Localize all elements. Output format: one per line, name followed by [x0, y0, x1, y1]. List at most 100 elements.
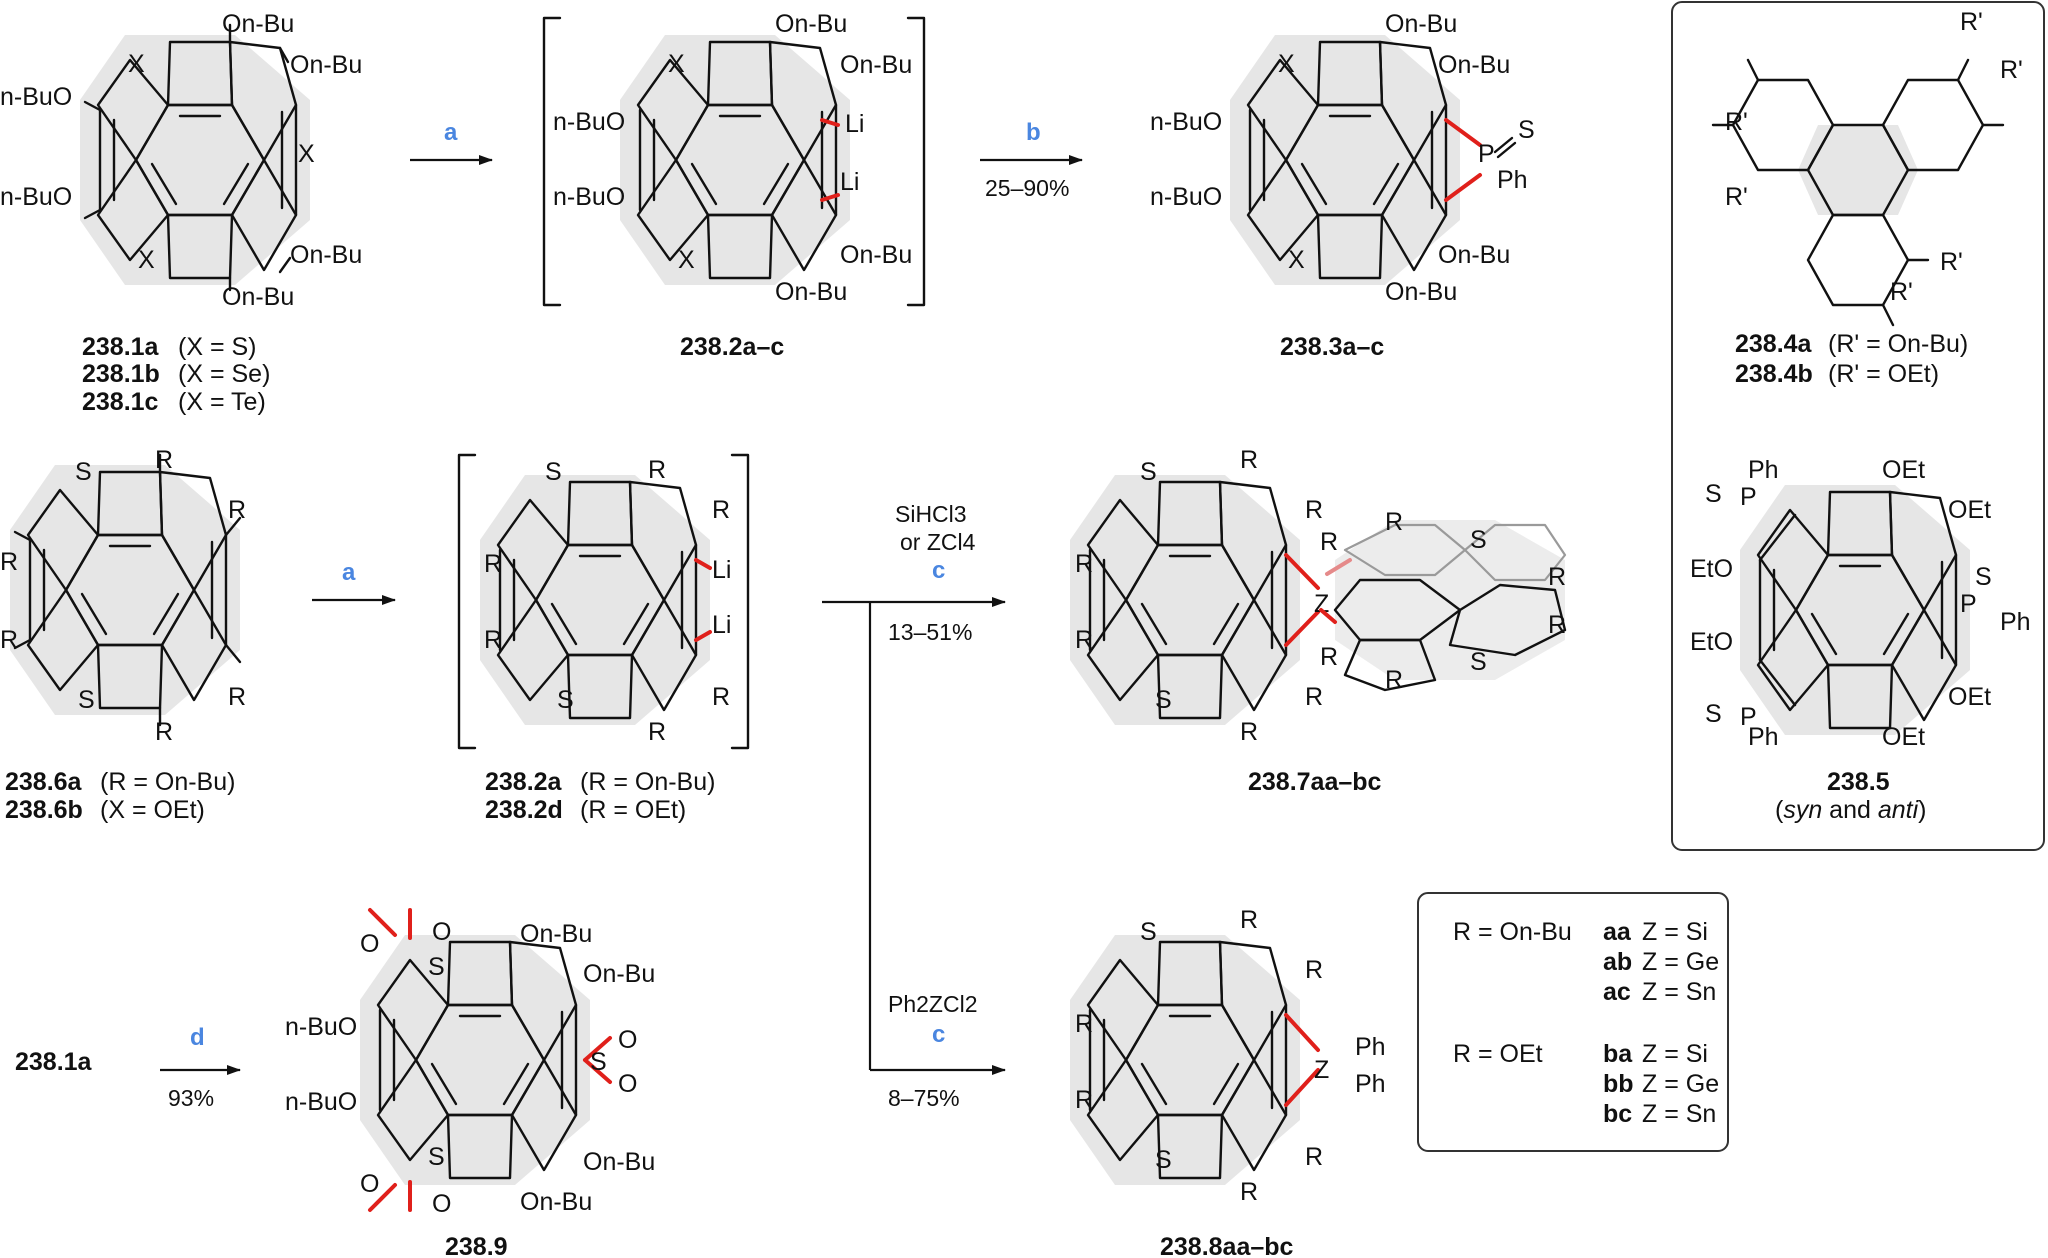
- substituent-nbuo: n-BuO: [0, 83, 72, 111]
- substituent-r: R: [1075, 1086, 1093, 1114]
- atom-x: X: [1278, 50, 1295, 78]
- atom-s: S: [1140, 458, 1157, 486]
- atom-li: Li: [840, 168, 859, 196]
- bracket-right: [730, 453, 750, 750]
- substituent-onbu: On-Bu: [840, 51, 912, 79]
- reagent-letter: a: [342, 559, 356, 586]
- bracket-left: [457, 453, 477, 750]
- compound-label: 238.7aa–bc: [1248, 768, 1382, 796]
- substituent-r: R: [1240, 446, 1258, 474]
- substituent-onbu: On-Bu: [775, 278, 847, 306]
- atom-s: S: [1470, 526, 1487, 554]
- compound-label: 238.1a: [82, 333, 160, 361]
- atom-o: O: [618, 1070, 637, 1098]
- bracket-left: [542, 16, 562, 307]
- compound-label: 238.4a: [1735, 330, 1813, 358]
- reagent-letter: a: [444, 119, 458, 146]
- atom-s: S: [428, 1143, 445, 1171]
- substituent-nbuo: n-BuO: [1150, 108, 1222, 136]
- substituent-r: R: [1075, 550, 1093, 578]
- substituent-onbu: On-Bu: [840, 241, 912, 269]
- compound-label: 238.6b: [5, 796, 83, 824]
- reagent-text: or ZCl4: [900, 529, 976, 555]
- yield-label: 25–90%: [985, 175, 1069, 201]
- legend-z: Z = Ge: [1642, 948, 1719, 976]
- substituent-rp: R': [1725, 183, 1748, 211]
- atom-o: O: [360, 930, 379, 958]
- legend-code: aa: [1603, 918, 1632, 946]
- substituent-nbuo: n-BuO: [553, 183, 625, 211]
- substituent-onbu: On-Bu: [1438, 51, 1510, 79]
- substituent-onbu: On-Bu: [520, 920, 592, 948]
- substituent-r: R: [712, 496, 730, 524]
- reagent-text: SiHCl3: [895, 501, 967, 527]
- compound-label: 238.2d: [485, 796, 563, 824]
- substituent-nbuo: n-BuO: [285, 1088, 357, 1116]
- substituent-r: R: [1075, 626, 1093, 654]
- compound-label: 238.6a: [5, 768, 83, 796]
- compound-note: (X = Se): [178, 360, 270, 388]
- compound-label: 238.1a: [15, 1048, 93, 1076]
- compound-note: (R = OEt): [580, 796, 686, 824]
- atom-p: P: [1740, 483, 1757, 511]
- atom-z: Z: [1314, 590, 1329, 618]
- substituent-r: R: [1240, 1178, 1258, 1206]
- substituent-r: R: [1385, 666, 1403, 694]
- bracket-right: [906, 16, 926, 307]
- atom-o: O: [360, 1170, 379, 1198]
- compound-note: (X = S): [178, 333, 257, 361]
- atom-x: X: [668, 50, 685, 78]
- atom-ph: Ph: [2000, 608, 2031, 636]
- substituent-onbu: On-Bu: [1385, 278, 1457, 306]
- substituent-oet: OEt: [1948, 496, 1991, 524]
- substituent-onbu: On-Bu: [222, 10, 294, 38]
- atom-o: O: [432, 1190, 451, 1218]
- molecule-238-8: [1068, 933, 1320, 1187]
- compound-note: (X = OEt): [100, 796, 205, 824]
- atom-s: S: [1705, 480, 1722, 508]
- compound-note: (R' = On-Bu): [1828, 330, 1968, 358]
- molecule-238-2: X X: [618, 33, 852, 287]
- substituent-rp: R': [1725, 108, 1748, 136]
- substituent-r: R: [1305, 496, 1323, 524]
- molecule-238-3: X X: [1228, 33, 1517, 287]
- legend-z: Z = Sn: [1642, 978, 1716, 1006]
- substituent-rp: R': [2000, 56, 2023, 84]
- atom-ph: Ph: [1748, 456, 1779, 484]
- compound-label: 238.1b: [82, 360, 160, 388]
- atom-s: S: [1975, 563, 1992, 591]
- atom-p: P: [1740, 703, 1757, 731]
- legend-z: Z = Ge: [1642, 1070, 1719, 1098]
- compound-label: 238.9: [445, 1233, 508, 1258]
- legend-code: ab: [1603, 948, 1632, 976]
- legend-box: [1417, 892, 1729, 1152]
- atom-li: Li: [845, 110, 864, 138]
- substituent-nbuo: n-BuO: [553, 108, 625, 136]
- substituent-r: R: [0, 548, 18, 576]
- substituent-r: R: [1075, 1010, 1093, 1038]
- legend-z: Z = Sn: [1642, 1100, 1716, 1128]
- compound-note: (R = On-Bu): [580, 768, 715, 796]
- substituent-nbuo: n-BuO: [285, 1013, 357, 1041]
- compound-label: 238.8aa–bc: [1160, 1233, 1294, 1258]
- compound-label: 238.3a–c: [1280, 333, 1384, 361]
- substituent-eto: EtO: [1690, 628, 1733, 656]
- substituent-r: R: [228, 496, 246, 524]
- legend-r: R = OEt: [1453, 1040, 1543, 1068]
- substituent-onbu: On-Bu: [290, 241, 362, 269]
- molecule-238-4: [1711, 58, 2005, 327]
- atom-s: S: [428, 953, 445, 981]
- atom-s: S: [1155, 686, 1172, 714]
- substituent-r: R: [1305, 956, 1323, 984]
- substituent-r: R: [1240, 906, 1258, 934]
- atom-ph: Ph: [1355, 1070, 1386, 1098]
- atom-s: S: [78, 686, 95, 714]
- atom-ph: Ph: [1497, 166, 1528, 194]
- reagent-letter: d: [190, 1024, 205, 1051]
- atom-li: Li: [712, 556, 731, 584]
- substituent-r: R: [228, 683, 246, 711]
- legend-code: bc: [1603, 1100, 1632, 1128]
- atom-x: X: [128, 50, 145, 78]
- compound-label: 238.1c: [82, 388, 159, 416]
- substituent-r: R: [0, 626, 18, 654]
